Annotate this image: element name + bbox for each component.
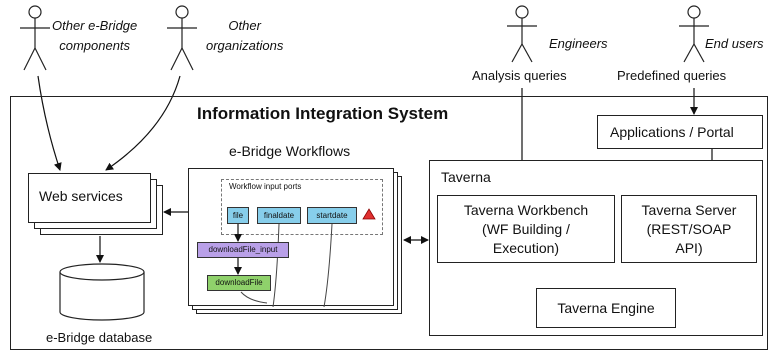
workflows-title: e-Bridge Workflows bbox=[229, 143, 351, 159]
workflow-links bbox=[234, 208, 376, 307]
workflow-input-ports-group bbox=[221, 179, 383, 235]
actor-other-ebridge-figure bbox=[20, 5, 50, 71]
taverna-engine-label: Taverna Engine bbox=[557, 300, 655, 316]
workflow-frame: Workflow input ports file finaldate star… bbox=[188, 168, 394, 307]
warning-triangle-icon bbox=[362, 208, 376, 220]
workflow-port-finaldate: finaldate bbox=[257, 207, 301, 224]
taverna-workbench-label: Taverna Workbench (WF Building / Executi… bbox=[463, 202, 589, 256]
information-integration-system bbox=[10, 96, 768, 350]
workflow-port-file: file bbox=[227, 207, 249, 224]
arrow-other-orgs-to-webservices bbox=[105, 75, 181, 171]
taverna-server-label: Taverna Server (REST/SOAP API) bbox=[641, 202, 737, 256]
actor-other-orgs-label: Other organizations bbox=[206, 18, 284, 53]
database-cylinder bbox=[59, 263, 145, 321]
system-title: Information Integration System bbox=[197, 104, 449, 123]
taverna-label: Taverna bbox=[441, 169, 491, 185]
web-services-box: Web services bbox=[28, 173, 151, 223]
predefined-queries-label: Predefined queries bbox=[617, 68, 727, 83]
taverna-workbench-box: Taverna Workbench (WF Building / Executi… bbox=[437, 195, 615, 263]
actor-end-users-label: End users bbox=[705, 36, 764, 51]
applications-portal-label: Applications / Portal bbox=[610, 124, 734, 140]
workflow-port-startdate: startdate bbox=[307, 207, 357, 224]
applications-portal-box: Applications / Portal bbox=[597, 115, 763, 149]
analysis-queries-label: Analysis queries bbox=[472, 68, 567, 83]
actor-other-orgs-figure bbox=[167, 5, 197, 71]
actor-engineers-label: Engineers bbox=[549, 36, 608, 51]
taverna-engine-box: Taverna Engine bbox=[536, 288, 676, 328]
workflow-process-downloadfile-input: downloadFile_input bbox=[197, 242, 289, 258]
taverna-server-box: Taverna Server (REST/SOAP API) bbox=[621, 195, 757, 263]
actor-other-ebridge-label: Other e-Bridge components bbox=[52, 18, 138, 53]
workflow-process-downloadfile: downloadFile bbox=[207, 275, 271, 291]
database-label: e-Bridge database bbox=[46, 330, 153, 345]
actor-end-users-figure bbox=[679, 5, 709, 63]
web-services-label: Web services bbox=[39, 188, 123, 204]
workflow-input-ports-label: Workflow input ports bbox=[229, 182, 302, 191]
arrow-other-ebridge-to-webservices bbox=[37, 75, 62, 171]
actor-engineers-figure bbox=[507, 5, 537, 63]
